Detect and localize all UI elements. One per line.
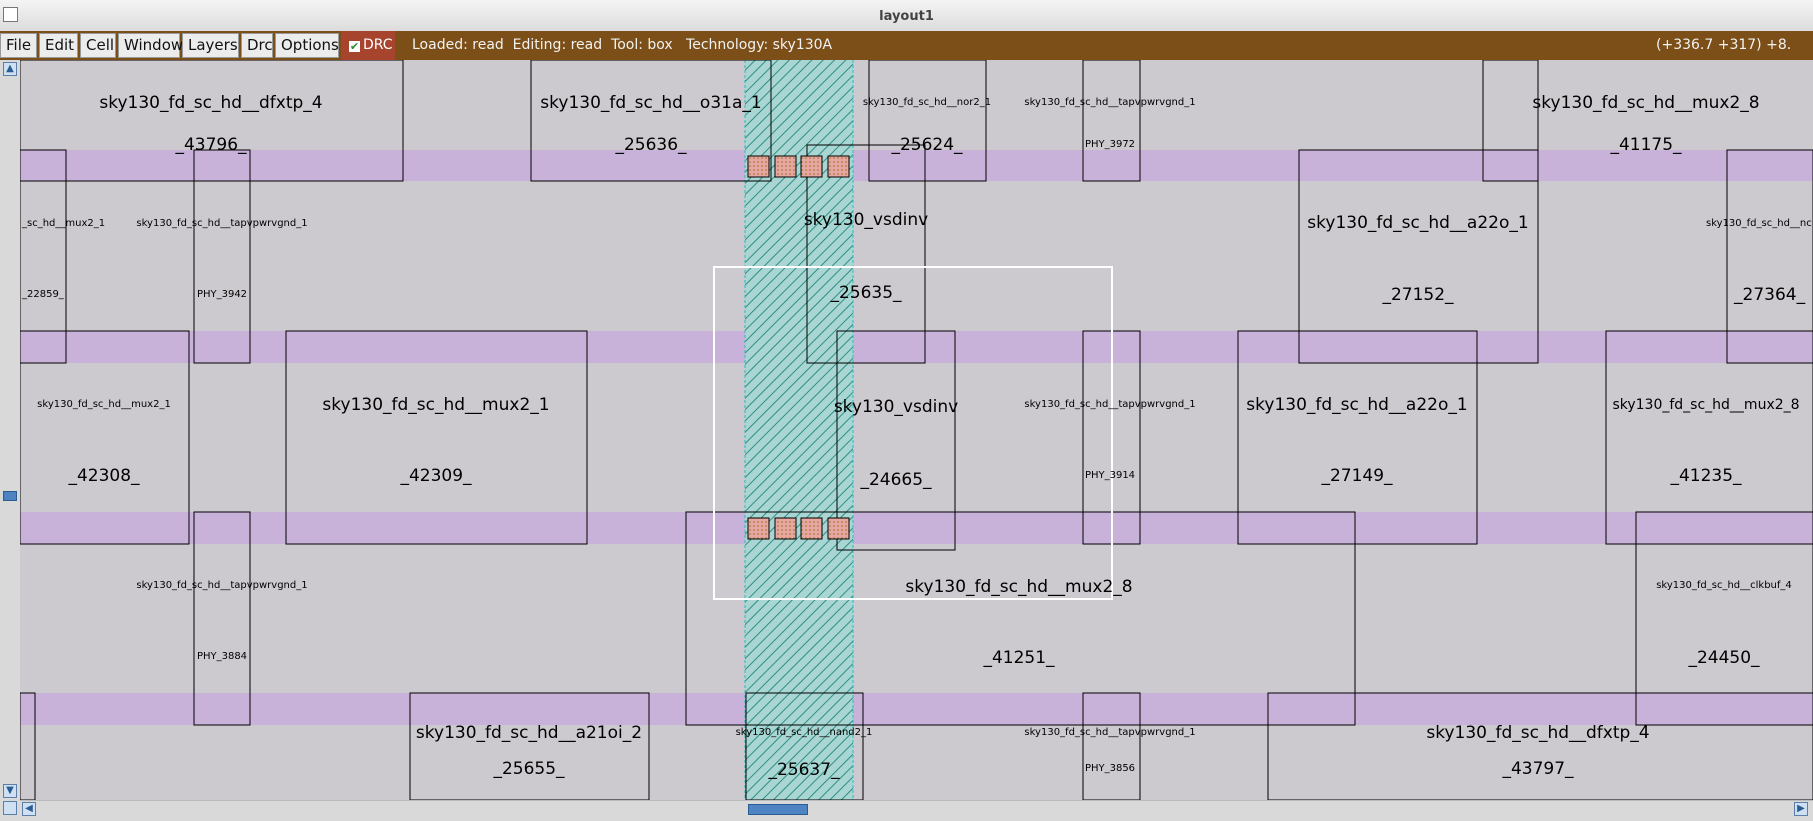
cell-name-label: sky130_fd_sc_hd__mux2_1 <box>37 399 171 410</box>
cell-name-label: sky130_fd_sc_hd__tapvpwrvgnd_1 <box>136 218 307 229</box>
layout-background <box>20 60 1813 800</box>
cell-instance-label: PHY_3914 <box>1085 470 1135 481</box>
cell-name-label: sky130_vsdinv <box>834 397 958 417</box>
cell-labels: sky130_fd_sc_hd__dfxtp_4 _43796_ sky130_… <box>21 93 1812 780</box>
window-title: layout1 <box>879 9 934 24</box>
cell-instance-label: _25637_ <box>767 760 840 780</box>
menu-window[interactable]: Window <box>118 33 183 58</box>
cell-name-label: sky130_fd_sc_hd__dfxtp_4 <box>1426 723 1649 743</box>
cell-instance-label: _41175_ <box>1609 135 1682 155</box>
window-menu-icon[interactable] <box>3 7 18 22</box>
cell-instance-label: PHY_3942 <box>197 289 247 300</box>
cell-instance-label: PHY_3884 <box>197 651 247 662</box>
menu-cell[interactable]: Cell <box>80 33 116 58</box>
cell-instance-label: _25636_ <box>614 135 687 155</box>
cell-instance-label: _22859_ <box>21 289 65 300</box>
cell-instance-label: _27152_ <box>1381 285 1454 305</box>
cell-name-label: sky130_fd_sc_hd__o31a_1 <box>540 93 761 113</box>
status-text: Loaded: read Editing: read Tool: box Tec… <box>412 37 833 53</box>
cell-name-label: sky130_fd_sc_hd__nc <box>1706 218 1812 229</box>
cell-name-label: sky130_fd_sc_hd__nand2_1 <box>736 727 873 738</box>
vertical-scroll-thumb[interactable] <box>3 491 17 501</box>
arrow-left-icon[interactable]: ◀ <box>22 802 36 816</box>
title-bar: layout1 <box>0 0 1813 32</box>
power-rail <box>20 150 1813 181</box>
cell-name-label: sky130_fd_sc_hd__dfxtp_4 <box>99 93 322 113</box>
cell-instance-label: _41235_ <box>1669 466 1742 486</box>
menu-layers[interactable]: Layers <box>182 33 239 58</box>
cell-instance-label: _25655_ <box>492 759 565 779</box>
menu-drc[interactable]: Drc <box>241 33 273 58</box>
cell-name-label: sky130_fd_sc_hd__mux2_8 <box>1532 93 1759 113</box>
cell-instance-label: _42308_ <box>67 466 140 486</box>
cell-name-label: sky130_fd_sc_hd__nor2_1 <box>863 97 991 108</box>
cell-name-label: sky130_fd_sc_hd__a22o_1 <box>1307 213 1528 233</box>
cell-instance-label: _42309_ <box>399 466 472 486</box>
cell-instance-label: PHY_3972 <box>1085 139 1135 150</box>
power-rail <box>20 331 1813 363</box>
cell-instance-label: _25624_ <box>890 135 963 155</box>
metal-hatch-region <box>745 60 853 800</box>
cell-name-label: sky130_fd_sc_hd__tapvpwrvgnd_1 <box>1024 97 1195 108</box>
menu-edit[interactable]: Edit <box>39 33 78 58</box>
cell-instance-label: _24450_ <box>1687 648 1760 668</box>
menu-options[interactable]: Options <box>275 33 339 58</box>
cell-instance-label: _24665_ <box>859 470 932 490</box>
cell-name-label: sky130_fd_sc_hd__a22o_1 <box>1246 395 1467 415</box>
power-rails <box>20 150 1813 725</box>
cell-instance-label: _27149_ <box>1320 466 1393 486</box>
cell-name-label: sky130_fd_sc_hd__a21oi_2 <box>416 723 642 743</box>
arrow-down-icon[interactable]: ▼ <box>3 784 17 798</box>
arrow-up-icon[interactable]: ▲ <box>3 62 17 76</box>
cursor-box <box>713 266 1113 600</box>
zoom-box-icon[interactable] <box>3 801 17 815</box>
cell-instance-label: PHY_3856 <box>1085 763 1135 774</box>
cell-name-label: sky130_fd_sc_hd__tapvpwrvgnd_1 <box>1024 727 1195 738</box>
cell-instance-label: _25635_ <box>829 283 902 303</box>
drc-toggle[interactable]: ✔DRC <box>341 31 395 60</box>
cell-name-label: sky130_fd_sc_hd__tapvpwrvgnd_1 <box>1024 399 1195 410</box>
horizontal-scroll-thumb[interactable] <box>748 804 808 815</box>
cell-instance-label: _27364_ <box>1733 285 1806 305</box>
cell-instance-label: _43797_ <box>1501 759 1574 779</box>
cursor-coordinates: (+336.7 +317) +8. <box>1656 37 1792 53</box>
layout-canvas[interactable]: sky130_fd_sc_hd__dfxtp_4 _43796_ sky130_… <box>20 60 1813 800</box>
contact-vias <box>747 155 850 540</box>
horizontal-scrollbar[interactable]: ◀ ▶ <box>20 800 1813 817</box>
cell-instance-label: _41251_ <box>982 648 1055 668</box>
cell-instance-label: _43796_ <box>174 135 247 155</box>
cell-name-label: sky130_fd_sc_hd__clkbuf_4 <box>1656 580 1792 591</box>
power-rail <box>20 693 1813 725</box>
cell-name-label: _sc_hd__mux2_1 <box>21 218 105 229</box>
drc-toggle-label: DRC <box>363 37 393 53</box>
cell-name-label: sky130_fd_sc_hd__mux2_1 <box>322 395 549 415</box>
menu-bar: File Edit Cell Window Layers Drc Options… <box>0 31 1813 60</box>
cell-name-label: sky130_fd_sc_hd__mux2_8 <box>905 577 1132 597</box>
cell-name-label: sky130_vsdinv <box>804 210 928 230</box>
cell-name-label: sky130_fd_sc_hd__tapvpwrvgnd_1 <box>136 580 307 591</box>
vertical-scrollbar[interactable]: ▲ ▼ <box>0 60 21 816</box>
power-rail <box>20 512 1813 544</box>
arrow-right-icon[interactable]: ▶ <box>1794 802 1808 816</box>
menu-file[interactable]: File <box>0 33 37 58</box>
metal-strip <box>744 60 854 800</box>
cell-name-label: sky130_fd_sc_hd__mux2_8 <box>1612 397 1799 413</box>
checkbox-checked-icon: ✔ <box>349 40 360 53</box>
